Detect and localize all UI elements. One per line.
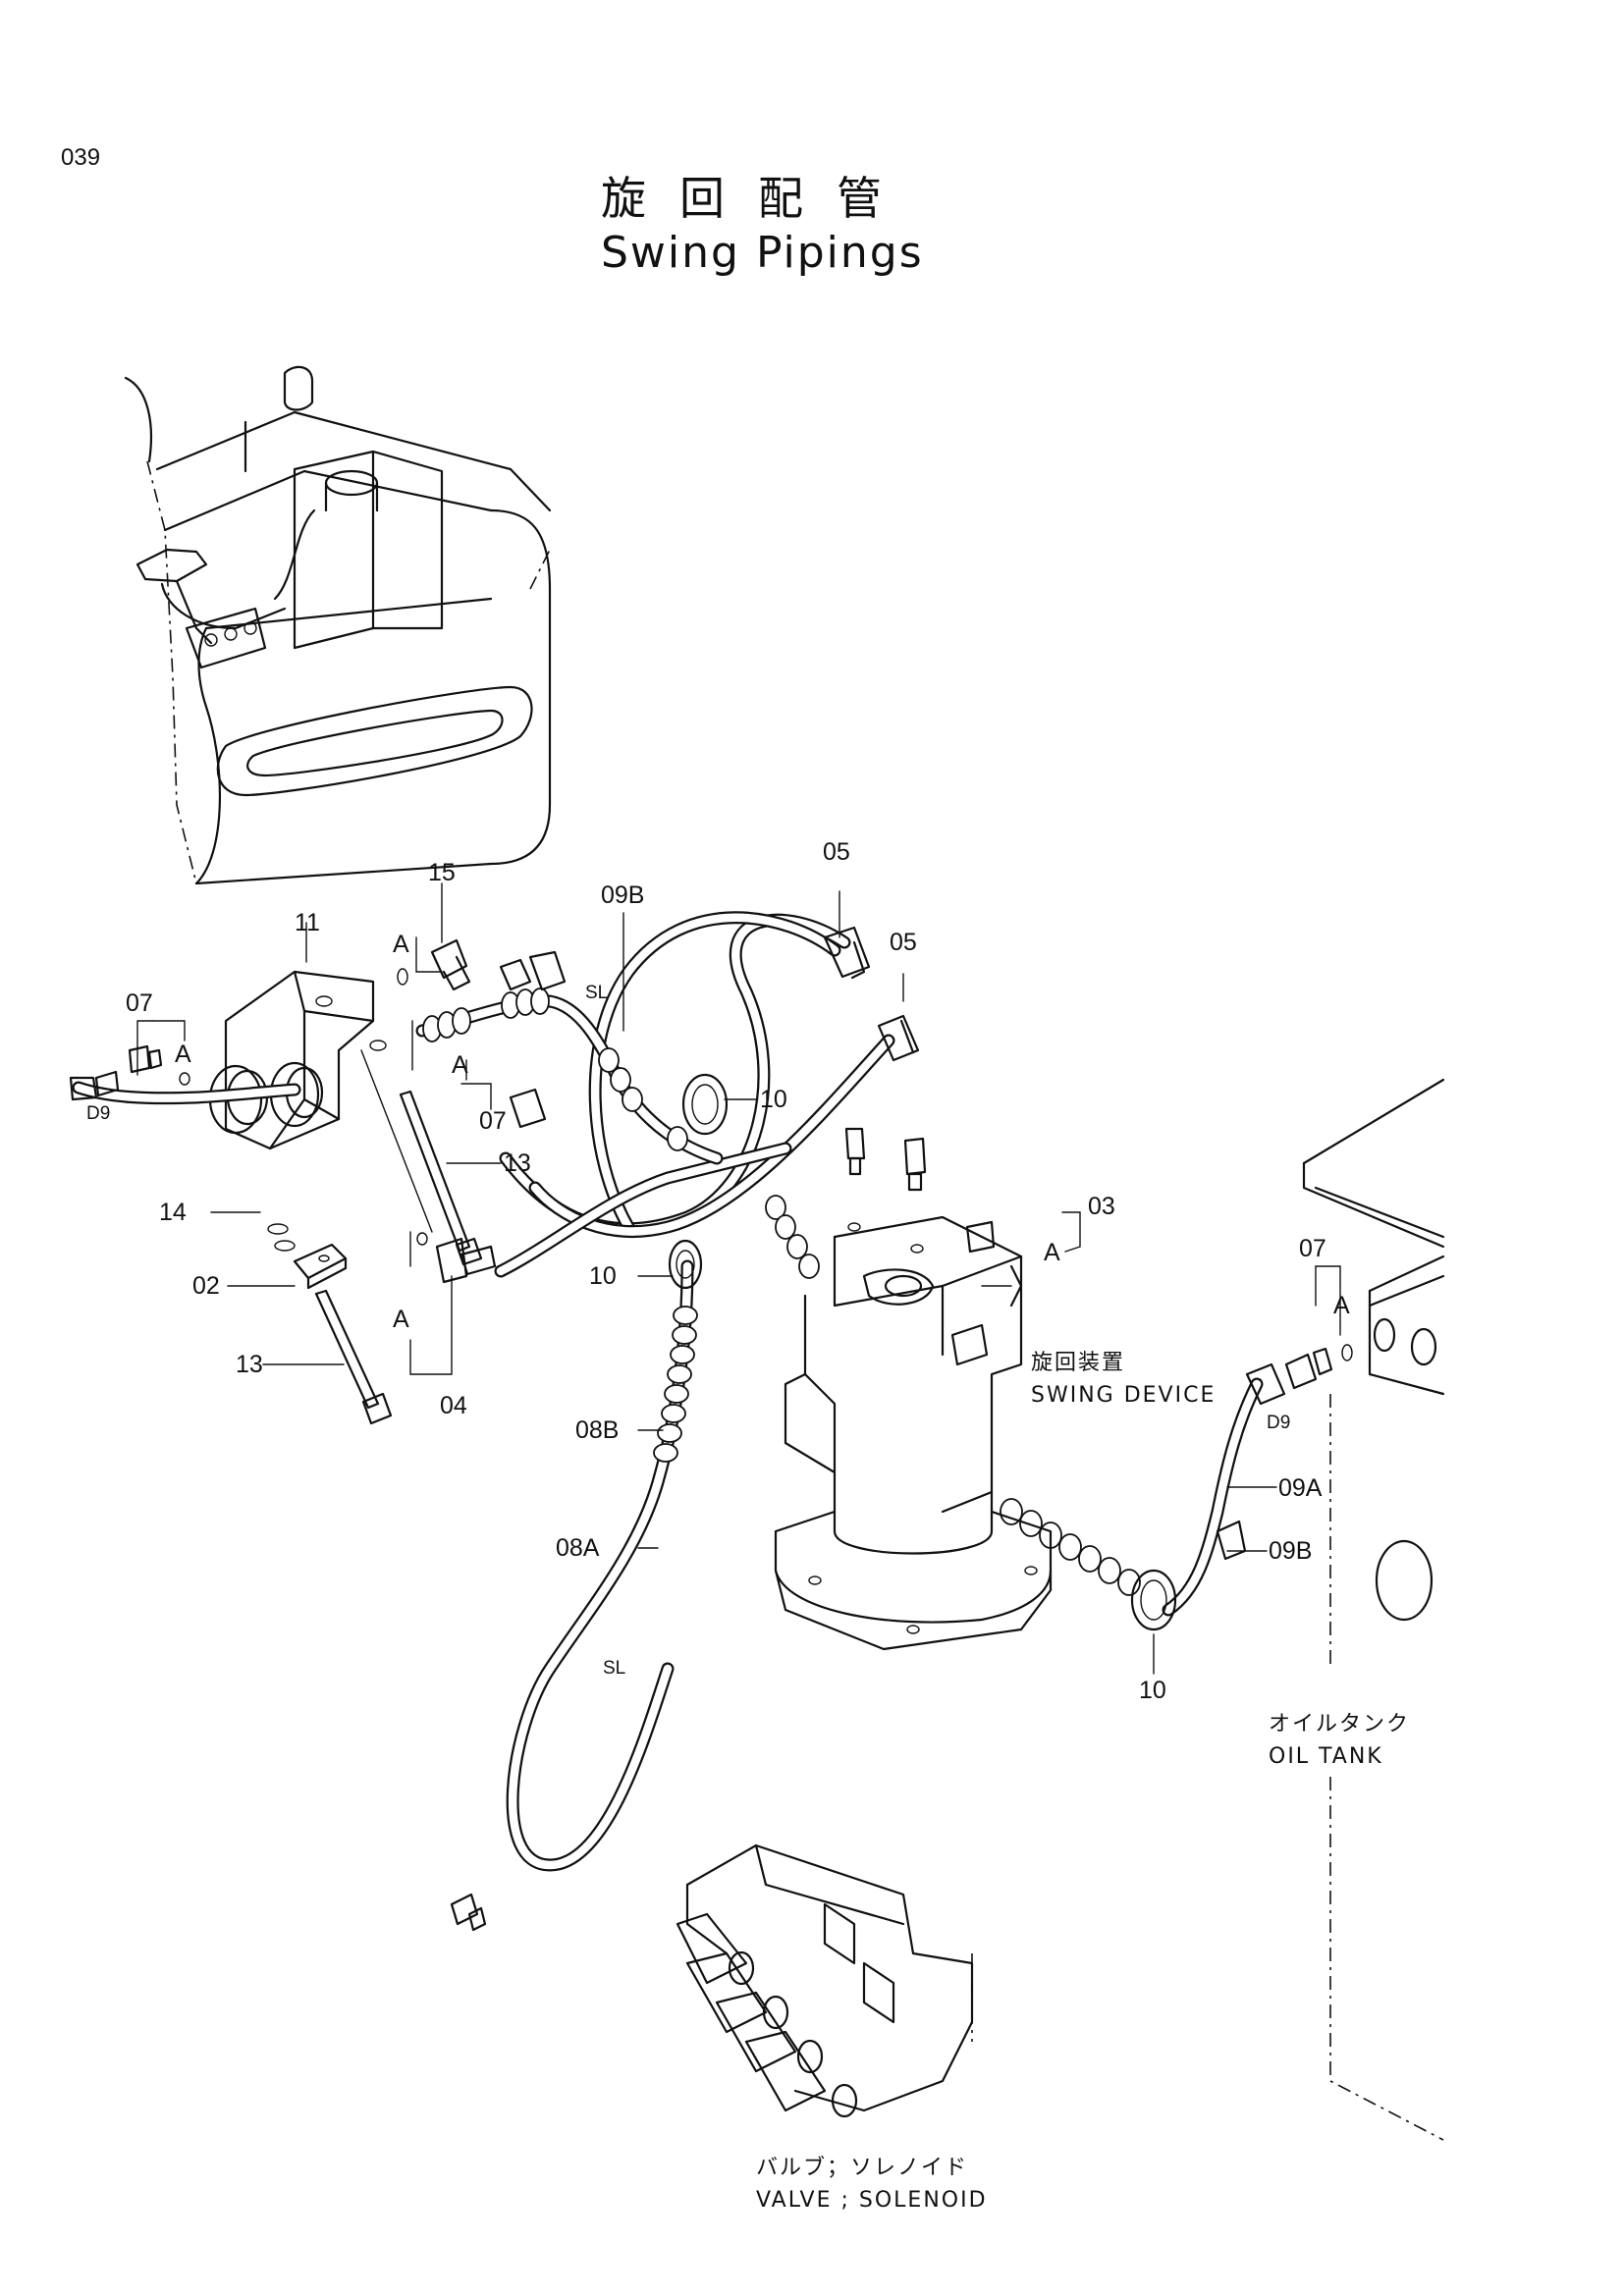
port-label-d9-left: D9 — [86, 1103, 110, 1124]
swing-device-label-en: SWING DEVICE — [1031, 1383, 1216, 1408]
callout-11: 11 — [295, 909, 320, 936]
callout-14: 14 — [159, 1199, 187, 1226]
swing-device-label-jp: 旋回装置 — [1031, 1351, 1125, 1375]
port-label-a2: A — [175, 1041, 191, 1068]
hose-fittings — [450, 926, 1353, 1932]
oil-tank-drawing — [1302, 1078, 1445, 2141]
port-label-a6: A — [393, 1306, 409, 1333]
page-title-en: Swing Pipings — [601, 228, 924, 278]
spiral-guard-wraps — [422, 988, 1141, 1596]
callout-10-lower: 10 — [1139, 1677, 1166, 1704]
callout-05-a: 05 — [823, 838, 850, 866]
solenoid-valve-label-en: VALVE ; SOLENOID — [756, 2188, 988, 2213]
callout-03: 03 — [1088, 1193, 1115, 1220]
port-label-sl-upper: SL — [585, 983, 608, 1003]
machine-overview-drawing — [124, 365, 552, 885]
callout-07-left: 07 — [126, 989, 153, 1017]
port-label-d9-right: D9 — [1267, 1413, 1290, 1433]
callout-09b-top: 09B — [601, 881, 644, 909]
port-label-a1: A — [393, 931, 409, 958]
port-labels: A A A A A A D9 D9 SL SL — [86, 931, 1350, 1679]
port-label-a4: A — [1044, 1239, 1060, 1266]
callout-10-mid: 10 — [589, 1262, 617, 1290]
page-number: 039 — [61, 144, 100, 171]
component-descriptions: 旋回装置 SWING DEVICE オイルタンク OIL TANK バルブ；ソレ… — [756, 1351, 1410, 2213]
valve-block-assembly — [69, 938, 497, 1425]
solenoid-valve-drawing — [676, 1843, 974, 2118]
callout-15: 15 — [428, 859, 456, 886]
callout-10-upper: 10 — [760, 1086, 787, 1113]
port-label-a5: A — [1333, 1292, 1350, 1319]
oil-tank-label-en: OIL TANK — [1269, 1744, 1383, 1769]
leader-lines — [136, 882, 1341, 1675]
callout-07-right: 07 — [1299, 1235, 1326, 1262]
page-title-jp: 旋回配管 — [601, 172, 915, 225]
callout-13-upper: 13 — [504, 1149, 531, 1177]
callout-05-b: 05 — [890, 929, 917, 956]
callout-09b-right: 09B — [1269, 1537, 1312, 1565]
callout-08b: 08B — [575, 1416, 619, 1444]
solenoid-valve-label-jp: バルブ；ソレノイド — [756, 2156, 968, 2180]
callout-08a: 08A — [556, 1534, 600, 1562]
swing-device-drawing — [774, 1215, 1053, 1651]
callout-07-mid: 07 — [479, 1107, 507, 1135]
callout-09a: 09A — [1278, 1474, 1323, 1502]
oil-tank-label-jp: オイルタンク — [1269, 1712, 1410, 1736]
part-callouts: 15 11 07 09B 05 05 10 07 13 14 03 02 10 … — [126, 838, 1326, 1704]
callout-04: 04 — [440, 1392, 467, 1419]
callout-02: 02 — [192, 1272, 220, 1300]
hose-lines — [415, 911, 1264, 1872]
callout-13-lower: 13 — [236, 1351, 263, 1378]
port-label-a3: A — [452, 1051, 468, 1079]
port-label-sl-lower: SL — [603, 1658, 625, 1679]
